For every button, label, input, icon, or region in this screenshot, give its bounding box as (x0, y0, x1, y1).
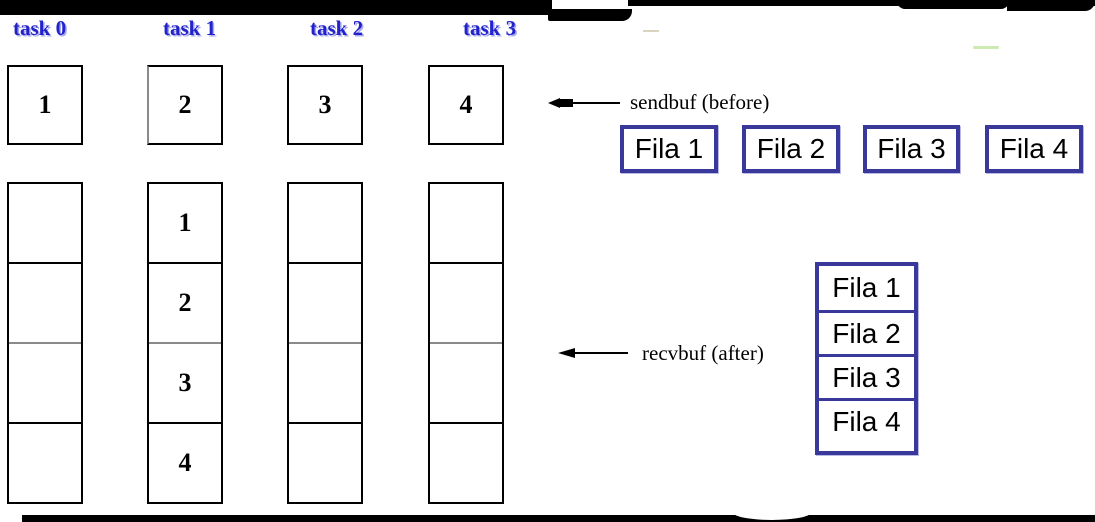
top-matte-corner-blob (1007, 0, 1095, 11)
fila-stack-cell-1: Fila 1 (832, 272, 901, 303)
sendbuf-arrow-line (564, 102, 620, 104)
gray-smudge-artifact (643, 30, 659, 32)
sendbuf-box-task0: 1 (7, 65, 83, 145)
fila-stack: Fila 1 Fila 2 Fila 3 Fila 4 (815, 262, 918, 455)
sendbuf-arrow-icon (548, 98, 560, 108)
top-matte-bar-right (628, 0, 1095, 6)
top-matte-blob (897, 0, 1009, 9)
recvbuf-label: recvbuf (after) (642, 341, 764, 365)
recvbuf-cell (289, 342, 361, 422)
fila-stack-cell-2: Fila 2 (819, 310, 914, 354)
recvbuf-cell (289, 422, 361, 502)
green-smudge-artifact (973, 46, 999, 49)
recvbuf-cell (9, 422, 81, 502)
recvbuf-cell (289, 262, 361, 342)
recvbuf-cell (9, 184, 81, 262)
fila-row-box-1: Fila 1 (620, 125, 718, 173)
recvbuf-arrow-icon (558, 348, 575, 358)
recvbuf-cell (430, 184, 502, 262)
fila-stack-cell-4: Fila 4 (819, 398, 914, 442)
recvbuf-cell: 4 (149, 422, 221, 502)
fila-stack-cell-3: Fila 3 (819, 354, 914, 398)
fila-row-box-3: Fila 3 (863, 125, 960, 173)
recvbuf-cell (430, 342, 502, 422)
sendbuf-box-task3: 4 (428, 65, 504, 145)
recvbuf-grid-task2 (287, 182, 363, 504)
task-2-label: task 2 (310, 16, 364, 40)
recvbuf-arrow-line (572, 352, 628, 354)
recvbuf-cell: 2 (149, 262, 221, 342)
recvbuf-cell (289, 184, 361, 262)
fila-row-box-2: Fila 2 (742, 125, 840, 173)
task-0-label: task 0 (13, 16, 67, 40)
recvbuf-cell (9, 262, 81, 342)
recvbuf-cell (430, 262, 502, 342)
sendbuf-label: sendbuf (before) (630, 90, 770, 114)
task-1-label: task 1 (163, 16, 217, 40)
task-3-label: task 3 (463, 16, 517, 40)
recvbuf-cell: 3 (149, 342, 221, 422)
bottom-matte-notch (733, 505, 811, 520)
fila-row-box-4: Fila 4 (985, 125, 1083, 173)
recvbuf-cell (9, 342, 81, 422)
sendbuf-box-task2: 3 (287, 65, 363, 145)
top-matte-bar-left (0, 0, 552, 15)
top-matte-bar-step (548, 9, 632, 21)
recvbuf-cell: 1 (178, 208, 192, 237)
recvbuf-grid-task3 (428, 182, 504, 504)
sendbuf-box-task1: 2 (147, 65, 223, 145)
bottom-matte-bar (22, 515, 1095, 522)
recvbuf-grid-task0 (7, 182, 83, 504)
recvbuf-cell (430, 422, 502, 502)
recvbuf-grid-task1: 1 2 3 4 (147, 182, 223, 504)
